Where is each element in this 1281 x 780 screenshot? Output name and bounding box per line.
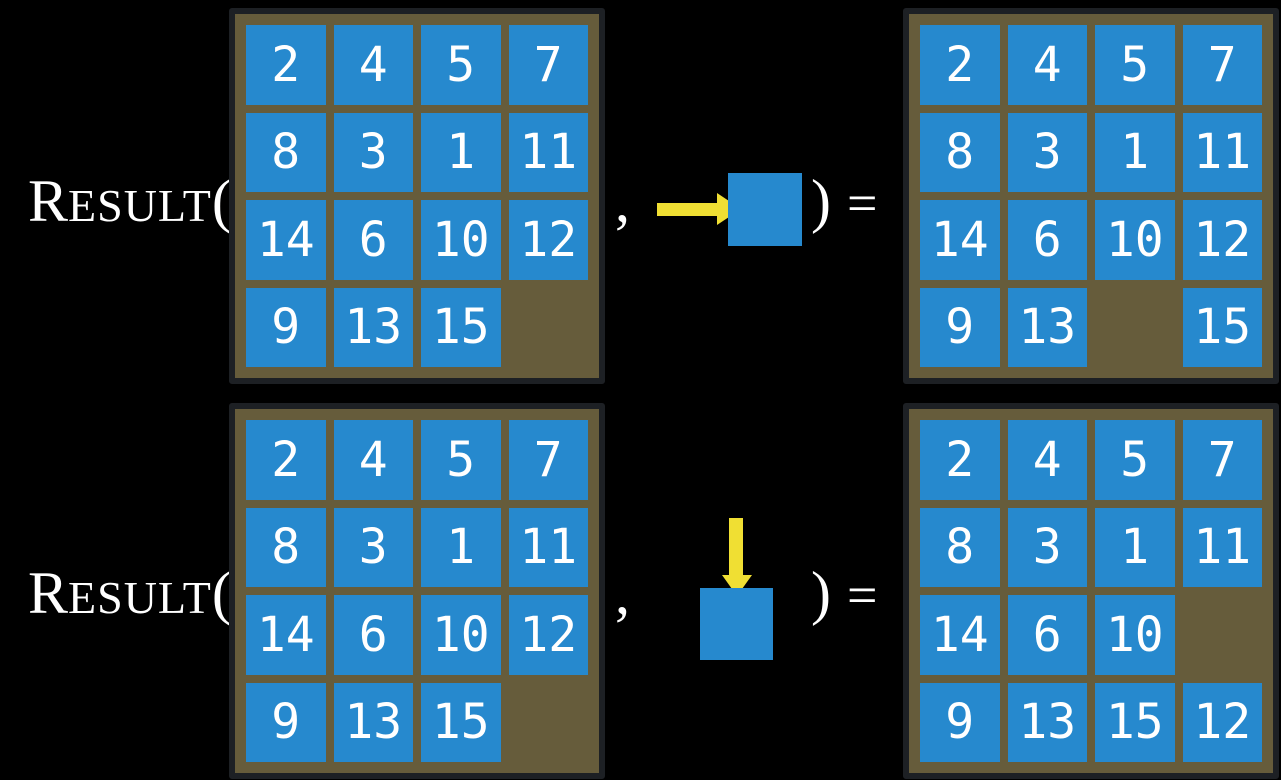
function-name-initial: R bbox=[28, 168, 69, 234]
puzzle-tile: 13 bbox=[1007, 682, 1087, 762]
puzzle-tile: 8 bbox=[920, 507, 1000, 587]
puzzle-tile: 2 bbox=[246, 25, 326, 105]
puzzle-tile: 15 bbox=[1182, 287, 1262, 367]
puzzle-tile: 6 bbox=[1007, 595, 1087, 675]
puzzle-tile: 10 bbox=[421, 200, 501, 280]
puzzle-tile: 7 bbox=[508, 420, 588, 500]
puzzle-tile: 14 bbox=[920, 595, 1000, 675]
puzzle-tile: 10 bbox=[1095, 595, 1175, 675]
empty-cell bbox=[509, 683, 589, 763]
close-paren-equals: )= bbox=[811, 169, 877, 249]
function-name-smallcaps: ESULT bbox=[68, 180, 212, 231]
puzzle-tile: 12 bbox=[508, 595, 588, 675]
close-paren-equals: )= bbox=[811, 561, 877, 641]
puzzle-tile: 2 bbox=[920, 420, 1000, 500]
puzzle-tile: 10 bbox=[1095, 200, 1175, 280]
puzzle-tile: 8 bbox=[246, 112, 326, 192]
puzzle-tile: 3 bbox=[1007, 507, 1087, 587]
puzzle-tile: 4 bbox=[1007, 25, 1087, 105]
comma-separator: , bbox=[615, 560, 630, 626]
puzzle-tile: 5 bbox=[1095, 420, 1175, 500]
puzzle-tile: 14 bbox=[246, 595, 326, 675]
puzzle-tile: 6 bbox=[333, 595, 413, 675]
puzzle-tile: 6 bbox=[333, 200, 413, 280]
puzzle-tile: 11 bbox=[1182, 112, 1262, 192]
puzzle-tile: 3 bbox=[333, 112, 413, 192]
puzzle-tile: 1 bbox=[1095, 112, 1175, 192]
open-paren: ( bbox=[211, 168, 232, 234]
puzzle-tile: 15 bbox=[421, 682, 501, 762]
puzzle-tile: 11 bbox=[1182, 507, 1262, 587]
puzzle-tile: 5 bbox=[1095, 25, 1175, 105]
empty-cell bbox=[509, 288, 589, 368]
puzzle-tile: 7 bbox=[1182, 420, 1262, 500]
puzzle-tile: 4 bbox=[333, 420, 413, 500]
puzzle-tile: 9 bbox=[246, 287, 326, 367]
puzzle-tile: 2 bbox=[920, 25, 1000, 105]
puzzle-tile: 9 bbox=[920, 682, 1000, 762]
puzzle-tile: 5 bbox=[421, 25, 501, 105]
puzzle-tile: 15 bbox=[421, 287, 501, 367]
puzzle-tile: 10 bbox=[421, 595, 501, 675]
puzzle-tile: 1 bbox=[1095, 507, 1175, 587]
puzzle-tile: 6 bbox=[1007, 200, 1087, 280]
puzzle-tile: 14 bbox=[246, 200, 326, 280]
puzzle-tile: 7 bbox=[508, 25, 588, 105]
puzzle-tile: 15 bbox=[1095, 682, 1175, 762]
puzzle-tile: 1 bbox=[421, 112, 501, 192]
puzzle-tile: 3 bbox=[1007, 112, 1087, 192]
puzzle-tile: 12 bbox=[1182, 682, 1262, 762]
puzzle-tile: 5 bbox=[421, 420, 501, 500]
move-right-arrow-icon bbox=[657, 193, 741, 225]
puzzle-tile: 11 bbox=[508, 112, 588, 192]
function-name-initial: R bbox=[28, 560, 69, 626]
puzzle-tile: 12 bbox=[1182, 200, 1262, 280]
puzzle-tile: 2 bbox=[246, 420, 326, 500]
comma-separator: , bbox=[615, 168, 630, 234]
blank-tile-square bbox=[700, 588, 773, 660]
puzzle-tile: 8 bbox=[246, 507, 326, 587]
function-name-smallcaps: ESULT bbox=[68, 572, 212, 623]
puzzle-tile: 13 bbox=[333, 682, 413, 762]
puzzle-tile: 11 bbox=[508, 507, 588, 587]
equals-sign: = bbox=[846, 173, 878, 233]
equals-sign: = bbox=[846, 565, 878, 625]
puzzle-tile: 8 bbox=[920, 112, 1000, 192]
puzzle-tile: 3 bbox=[333, 507, 413, 587]
result-function-label: RESULT( bbox=[28, 561, 232, 641]
move-down-arrow-icon bbox=[722, 518, 752, 596]
empty-cell bbox=[1095, 288, 1175, 368]
open-paren: ( bbox=[211, 560, 232, 626]
blank-tile-square bbox=[728, 173, 802, 246]
close-paren: ) bbox=[811, 560, 831, 626]
close-paren: ) bbox=[811, 168, 831, 234]
puzzle-tile: 13 bbox=[333, 287, 413, 367]
result-function-label: RESULT( bbox=[28, 169, 232, 249]
puzzle-tile: 9 bbox=[246, 682, 326, 762]
puzzle-tile: 9 bbox=[920, 287, 1000, 367]
puzzle-tile: 7 bbox=[1182, 25, 1262, 105]
puzzle-tile: 12 bbox=[508, 200, 588, 280]
puzzle-tile: 4 bbox=[1007, 420, 1087, 500]
empty-cell bbox=[1183, 595, 1263, 675]
puzzle-tile: 14 bbox=[920, 200, 1000, 280]
puzzle-tile: 13 bbox=[1007, 287, 1087, 367]
puzzle-tile: 1 bbox=[421, 507, 501, 587]
puzzle-tile: 4 bbox=[333, 25, 413, 105]
